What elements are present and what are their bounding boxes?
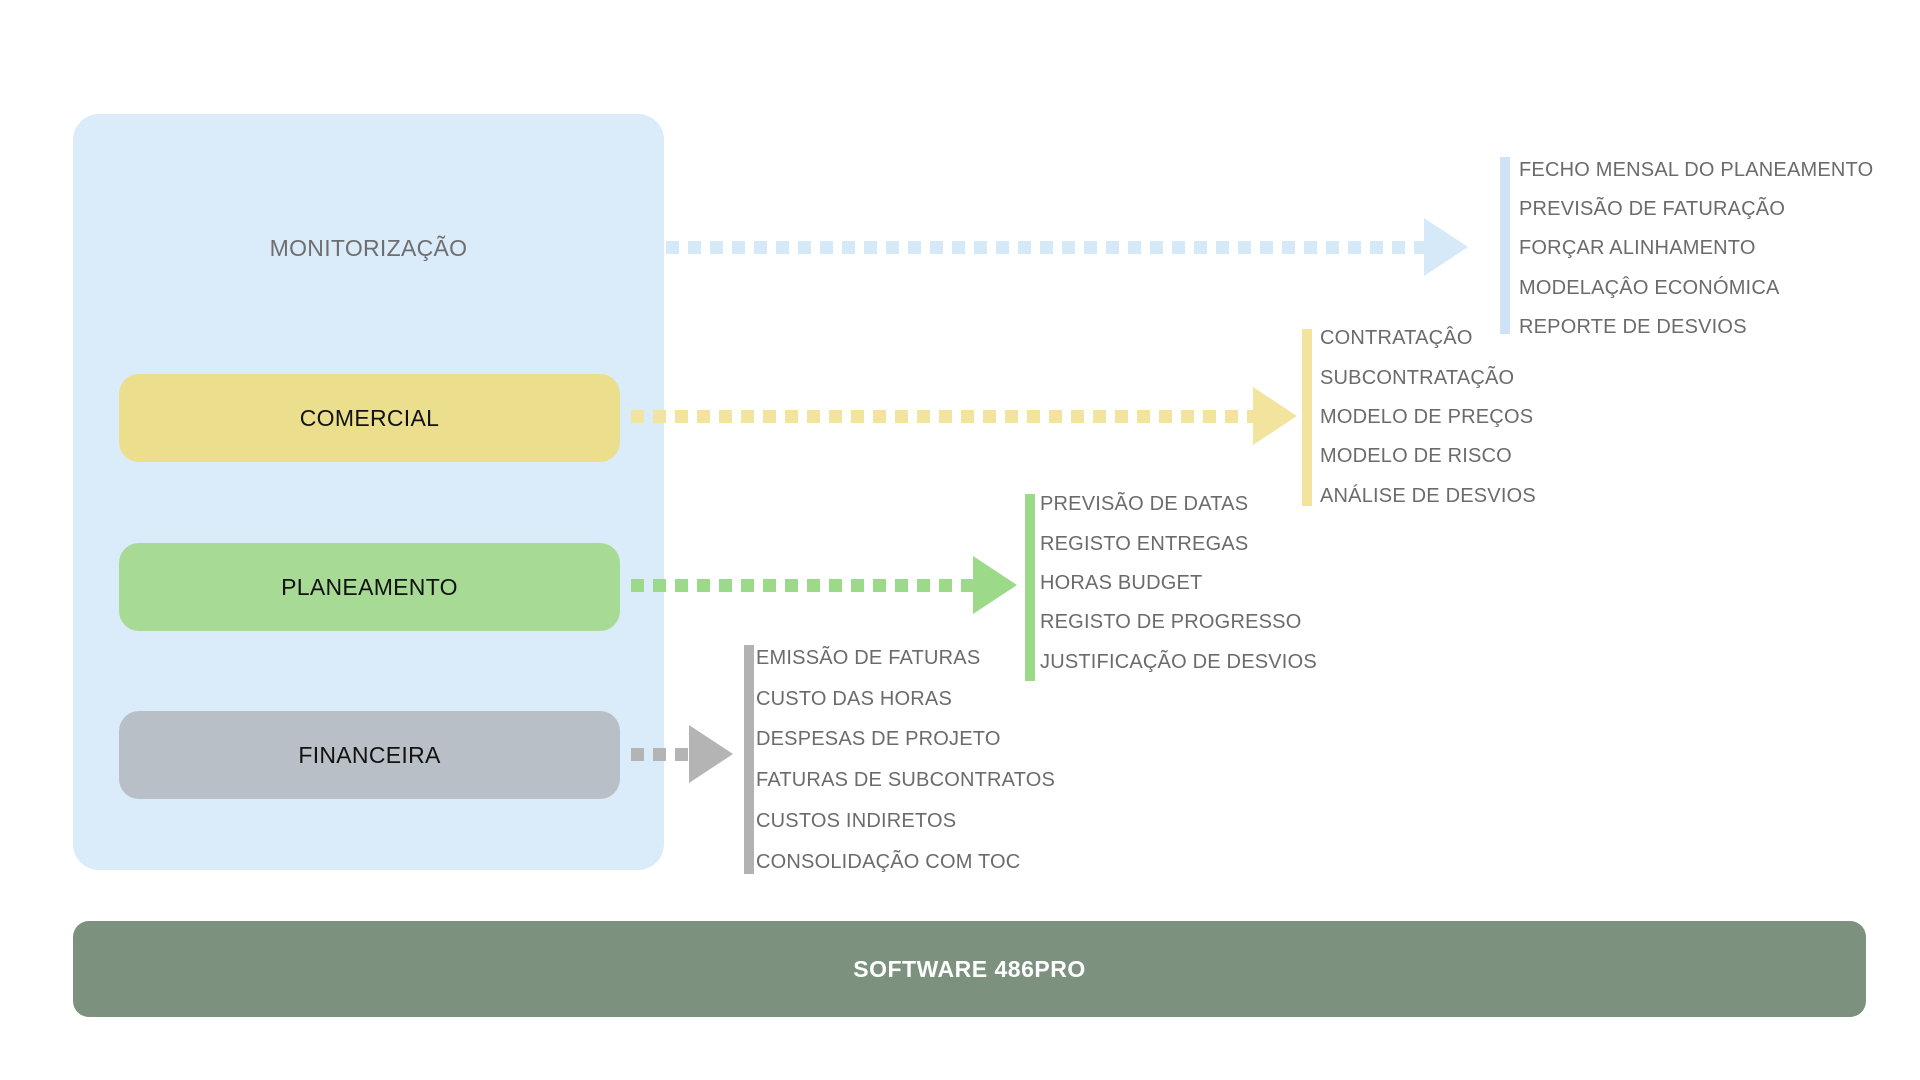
planeamento-flow-bar	[1025, 494, 1035, 681]
list-item: CUSTO DAS HORAS	[756, 687, 952, 710]
financeira-flow-bar	[744, 645, 754, 874]
footer-bar: SOFTWARE 486PRO	[73, 921, 1866, 1017]
financeira-item-list: EMISSÃO DE FATURAS CUSTO DAS HORAS DESPE…	[756, 638, 1055, 883]
monitorizacao-arrow-shaft	[666, 241, 1424, 254]
module-planeamento-label: PLANEAMENTO	[281, 573, 458, 600]
list-item: FECHO MENSAL DO PLANEAMENTO	[1519, 159, 1874, 182]
module-financeira: FINANCEIRA	[119, 711, 620, 799]
arrow-right-icon	[1424, 218, 1468, 276]
monitorizacao-item-list: FECHO MENSAL DO PLANEAMENTO PREVISÃO DE …	[1519, 151, 1873, 347]
monitorizacao-flow-bar	[1500, 157, 1510, 334]
list-item: EMISSÃO DE FATURAS	[756, 646, 981, 669]
financeira-arrow-shaft	[631, 748, 689, 761]
comercial-arrow-shaft	[631, 410, 1253, 423]
list-item: REGISTO ENTREGAS	[1040, 532, 1249, 555]
list-item: REGISTO DE PROGRESSO	[1040, 611, 1302, 634]
list-item: CUSTOS INDIRETOS	[756, 810, 957, 833]
footer-label: SOFTWARE 486PRO	[853, 955, 1086, 982]
module-comercial-label: COMERCIAL	[299, 404, 440, 431]
planeamento-item-list: PREVISÃO DE DATAS REGISTO ENTREGAS HORAS…	[1040, 485, 1317, 682]
list-item: FATURAS DE SUBCONTRATOS	[756, 769, 1056, 792]
arrow-right-icon	[689, 725, 733, 783]
comercial-flow-bar	[1302, 329, 1312, 506]
list-item: ANÁLISE DE DESVIOS	[1320, 484, 1536, 507]
list-item: CONTRATAÇÂO	[1320, 327, 1473, 350]
arrow-right-icon	[973, 556, 1017, 614]
list-item: DESPESAS DE PROJETO	[756, 728, 1001, 751]
list-item: PREVISÃO DE DATAS	[1040, 493, 1249, 516]
arrow-right-icon	[1253, 387, 1297, 445]
panel-title: MONITORIZAÇÃO	[269, 235, 468, 261]
list-item: CONSOLIDAÇÃO COM TOC	[756, 850, 1021, 873]
comercial-item-list: CONTRATAÇÂO SUBCONTRATAÇÃO MODELO DE PRE…	[1320, 319, 1536, 516]
list-item: MODELAÇÂO ECONÓMICA	[1519, 276, 1780, 299]
list-item: REPORTE DE DESVIOS	[1519, 315, 1747, 338]
module-planeamento: PLANEAMENTO	[119, 543, 620, 631]
list-item: FORÇAR ALINHAMENTO	[1519, 237, 1756, 260]
planeamento-arrow-shaft	[631, 579, 973, 592]
list-item: JUSTIFICAÇÃO DE DESVIOS	[1040, 650, 1317, 673]
list-item: MODELO DE RISCO	[1320, 445, 1512, 468]
list-item: HORAS BUDGET	[1040, 571, 1203, 594]
module-financeira-label: FINANCEIRA	[298, 741, 441, 768]
list-item: MODELO DE PREÇOS	[1320, 405, 1534, 428]
module-comercial: COMERCIAL	[119, 374, 620, 462]
list-item: SUBCONTRATAÇÃO	[1320, 366, 1515, 389]
list-item: PREVISÃO DE FATURAÇÃO	[1519, 198, 1786, 221]
